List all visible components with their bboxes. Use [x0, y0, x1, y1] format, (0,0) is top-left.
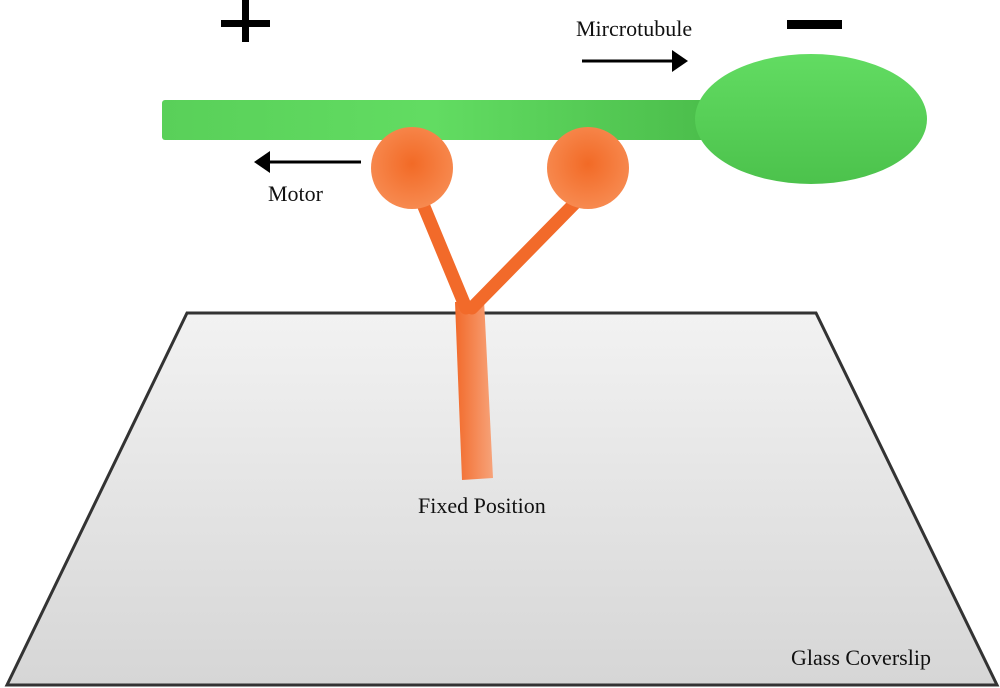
motor-stalk	[455, 300, 493, 480]
glass-coverslip-label: Glass Coverslip	[791, 645, 931, 670]
motor-direction-arrow	[254, 151, 361, 173]
microtubule-minus-end-bead	[695, 54, 927, 184]
glass-coverslip	[4, 311, 1000, 687]
plus-icon	[221, 0, 270, 42]
minus-icon	[787, 20, 842, 29]
motor-head-left	[371, 127, 453, 209]
motor-leg-left	[413, 190, 473, 315]
fixed-position-label: Fixed Position	[418, 493, 546, 518]
microtubule-label: Mircrotubule	[576, 16, 692, 41]
motor-leg-right	[465, 193, 585, 315]
motor-head-right	[547, 127, 629, 209]
microtubule-filament	[162, 100, 762, 140]
motor-label: Motor	[268, 181, 324, 206]
microtubule-direction-arrow	[582, 50, 688, 72]
